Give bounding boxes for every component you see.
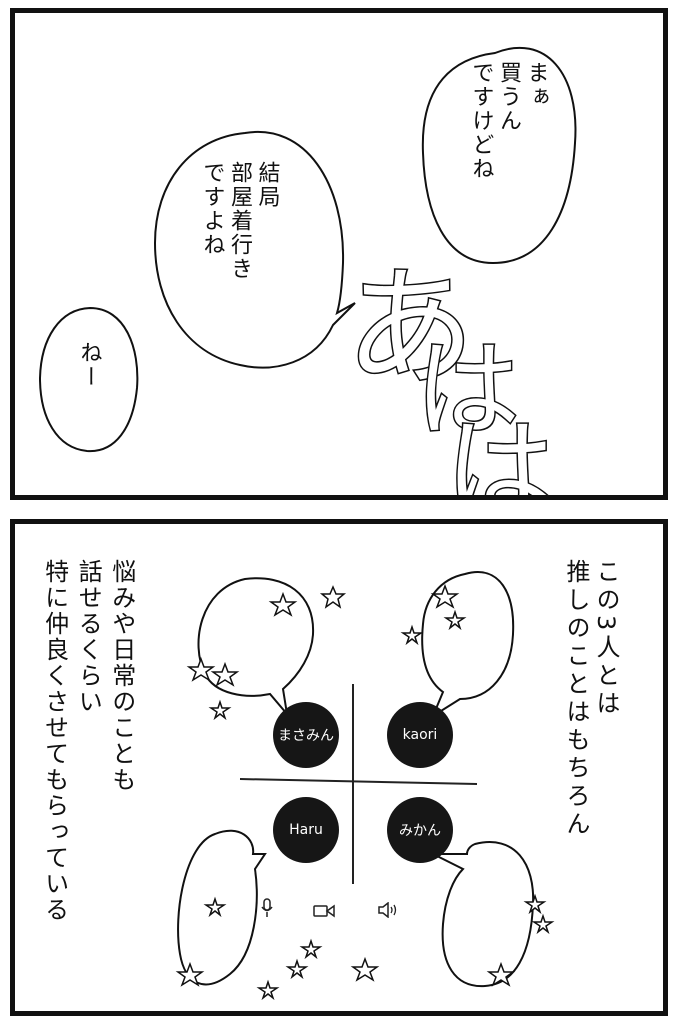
star-icon xyxy=(523,893,547,915)
star-icon xyxy=(350,956,380,982)
sfx-char-1: あ xyxy=(343,251,476,406)
star-icon xyxy=(443,609,467,631)
participant-name: みかん xyxy=(399,823,441,839)
speech-bubbles-top xyxy=(38,47,577,453)
star-icon xyxy=(203,896,227,918)
participant-avatar-masamin[interactable]: まさみん xyxy=(273,702,339,768)
star-icon xyxy=(268,591,298,617)
star-decorations xyxy=(175,583,555,1001)
speaker-icon[interactable] xyxy=(377,901,399,922)
star-icon xyxy=(285,958,309,980)
participant-name: まさみん xyxy=(278,728,334,744)
sfx-char-2: は xyxy=(413,328,521,453)
video-call-drawing xyxy=(175,571,555,1001)
narration-left: 悩みや日常のことも 話せるくらい 特に仲良くさせてもらっている xyxy=(40,559,136,923)
speech-text-3: ねー xyxy=(76,341,102,389)
participant-avatar-kaori[interactable]: kaori xyxy=(387,702,453,768)
star-icon xyxy=(531,913,555,935)
star-icon xyxy=(400,624,424,646)
manga-panel-bottom: まさみん kaori Haru みかん この3人とは 推しのことはもちろん 悩み… xyxy=(10,519,668,1016)
grid-horizontal-line xyxy=(239,778,478,785)
star-icon xyxy=(186,656,216,682)
star-icon xyxy=(430,583,460,609)
star-icon xyxy=(208,699,232,721)
participant-avatar-haru[interactable]: Haru xyxy=(273,797,339,863)
star-icon xyxy=(256,979,280,1001)
participant-avatar-mikan[interactable]: みかん xyxy=(387,797,453,863)
narration-right: この3人とは 推しのことはもちろん xyxy=(562,559,620,839)
star-icon xyxy=(299,938,323,960)
sfx-char-3: は xyxy=(444,406,557,500)
star-icon xyxy=(210,661,240,687)
speech-text-1: まぁ 買うん ですけどね xyxy=(468,61,549,181)
thought-bubble-bottom-left xyxy=(177,829,267,986)
thought-bubble-top-left xyxy=(197,577,315,718)
star-icon xyxy=(486,961,516,987)
star-icon xyxy=(175,961,205,987)
participant-name: kaori xyxy=(402,727,438,743)
speech-bubble-1 xyxy=(421,47,577,265)
thought-bubble-top-right xyxy=(421,571,515,719)
thought-bubble-bottom-right xyxy=(432,841,535,988)
speech-bubble-3 xyxy=(38,306,139,453)
participant-name: Haru xyxy=(289,822,323,838)
star-icon xyxy=(319,585,347,609)
manga-panel-top: まぁ 買うん ですけどね 結局 部屋着行き ですよね ねー あ は は xyxy=(10,8,668,500)
speech-bubble-2 xyxy=(153,130,356,369)
camera-icon[interactable] xyxy=(313,903,335,922)
mic-icon[interactable] xyxy=(260,898,274,922)
speech-text-2: 結局 部屋着行き ですよね xyxy=(199,161,280,281)
